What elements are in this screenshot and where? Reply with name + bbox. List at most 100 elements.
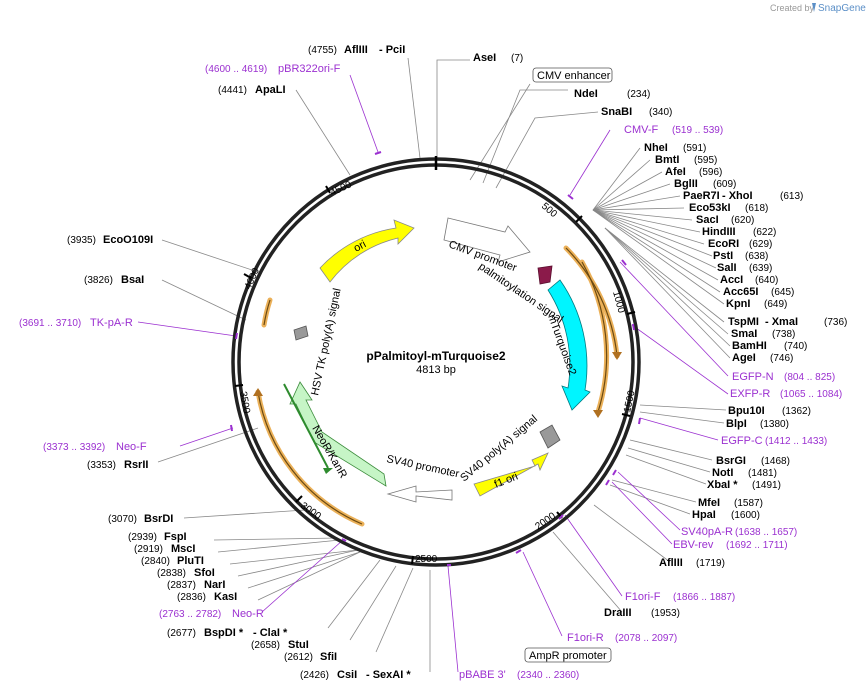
site-snabI[interactable]: SnaBI — [601, 106, 632, 118]
cmv-enhancer-box[interactable] — [532, 67, 613, 83]
mturquoise2-arrow[interactable] — [547, 279, 591, 411]
site-bglII[interactable]: BglII — [674, 178, 698, 190]
watermark-created-by: Created by — [770, 3, 815, 13]
primer-neo-f[interactable]: Neo-F — [116, 441, 147, 453]
site-csiI[interactable]: CsiI — [337, 669, 357, 681]
sv40-promoter-arrow[interactable] — [386, 485, 453, 503]
primer-exfp-r[interactable]: EXFP-R — [730, 388, 770, 400]
primer-neo-r[interactable]: Neo-R — [232, 608, 264, 620]
site-pluTI[interactable]: PluTI — [177, 555, 204, 567]
primer-neo-r-range: (2763 .. 2782) — [159, 609, 221, 620]
site-rsrII-pos: (3353) — [87, 460, 116, 471]
primer-leader-lines — [137, 74, 729, 673]
palmitoylation-signal-arrow[interactable] — [537, 265, 553, 285]
site-xhoI[interactable]: - XhoI — [722, 190, 753, 202]
primer-ebv-rev[interactable]: EBV-rev — [673, 539, 714, 551]
site-claI[interactable]: - ClaI * — [253, 627, 288, 639]
site-sfoI[interactable]: SfoI — [194, 567, 215, 579]
site-xbaI[interactable]: XbaI * — [707, 479, 738, 491]
site-tspmI[interactable]: TspMI — [728, 316, 759, 328]
site-xmaI[interactable]: - XmaI — [765, 316, 798, 328]
site-hpaI[interactable]: HpaI — [692, 509, 716, 521]
neor-orf-arrowhead — [323, 468, 333, 474]
primer-egfp-n[interactable]: EGFP-N — [732, 371, 774, 383]
site-draIII-pos: (1953) — [651, 608, 680, 619]
primer-cmv-f[interactable]: CMV-F — [624, 124, 659, 136]
primer-pbabe-3[interactable]: pBABE 3' — [459, 669, 506, 681]
site-bsrDI[interactable]: BsrDI — [144, 513, 173, 525]
site-pciI[interactable]: - PciI — [379, 44, 405, 56]
hsv-tk-polya-box[interactable] — [293, 325, 309, 341]
site-bsaI[interactable]: BsaI — [121, 274, 144, 286]
site-eco53kI[interactable]: Eco53kI — [689, 202, 731, 214]
site-sexAI[interactable]: - SexAI * — [366, 669, 411, 681]
site-paer7I[interactable]: PaeR7I — [683, 190, 720, 202]
primer-pbr322ori-f-range: (4600 .. 4619) — [205, 64, 267, 75]
primer-f1ori-f[interactable]: F1ori-F — [625, 591, 661, 603]
primer-f1ori-r[interactable]: F1ori-R — [567, 632, 604, 644]
site-accI[interactable]: AccI — [720, 274, 743, 286]
site-salI[interactable]: SalI — [717, 262, 737, 274]
site-smaI-pos: (738) — [772, 329, 795, 340]
site-bmtI[interactable]: BmtI — [655, 154, 679, 166]
site-sfiI[interactable]: SfiI — [320, 651, 337, 663]
site-bpu10I[interactable]: Bpu10I — [728, 405, 765, 417]
site-ecoO109I-pos: (3935) — [67, 235, 96, 246]
site-ndeI[interactable]: NdeI — [574, 88, 598, 100]
site-bspDI[interactable]: BspDI * — [204, 627, 244, 639]
primer-egfp-c[interactable]: EGFP-C — [721, 435, 763, 447]
site-smaI[interactable]: SmaI — [731, 328, 757, 340]
tick-label-2000: 2000 — [533, 510, 558, 532]
site-stuI[interactable]: StuI — [288, 639, 309, 651]
ampr-promoter-box[interactable] — [524, 647, 612, 663]
site-ecoO109I[interactable]: EcoO109I — [103, 234, 153, 246]
site-blpI[interactable]: BlpI — [726, 418, 747, 430]
site-aseI[interactable]: AseI — [473, 52, 496, 64]
site-aflIII-right[interactable]: AflIII — [659, 557, 683, 569]
primer-marks — [230, 151, 641, 566]
site-mscI[interactable]: MscI — [171, 543, 195, 555]
site-bsrgI[interactable]: BsrGI — [716, 455, 746, 467]
site-ndeI-pos: (234) — [627, 89, 650, 100]
site-kpnI-pos: (649) — [764, 299, 787, 310]
tick-label-2500: 2500 — [415, 554, 438, 565]
site-bmtI-pos: (595) — [694, 155, 717, 166]
site-ecoRI[interactable]: EcoRI — [708, 238, 739, 250]
watermark-brand: SnapGene — [818, 3, 866, 14]
primer-sv40pa-r[interactable]: SV40pA-R — [681, 526, 733, 538]
site-afeI[interactable]: AfeI — [665, 166, 686, 178]
site-kpnI[interactable]: KpnI — [726, 298, 750, 310]
cmv-promoter-arrow[interactable] — [443, 217, 531, 263]
tick-label-4500: 4500 — [329, 179, 354, 199]
site-aflIII-left[interactable]: AflIII — [344, 44, 368, 56]
site-pstI[interactable]: PstI — [713, 250, 733, 262]
site-apaLI[interactable]: ApaLI — [255, 84, 286, 96]
site-kasI[interactable]: KasI — [214, 591, 237, 603]
sv40-polya-box[interactable] — [539, 424, 561, 449]
primer-tk-pa-r[interactable]: TK-pA-R — [90, 317, 133, 329]
site-rsrII[interactable]: RsrII — [124, 459, 148, 471]
site-draIII[interactable]: DraIII — [604, 607, 632, 619]
site-sfiI-pos: (2612) — [284, 652, 313, 663]
site-acc65I[interactable]: Acc65I — [723, 286, 758, 298]
site-mfeI[interactable]: MfeI — [698, 497, 720, 509]
site-sacI[interactable]: SacI — [696, 214, 719, 226]
site-notI[interactable]: NotI — [712, 467, 733, 479]
label-ampr-promoter: AmpR promoter — [529, 650, 607, 662]
site-nheI[interactable]: NheI — [644, 142, 668, 154]
site-narI[interactable]: NarI — [204, 579, 225, 591]
primer-egfp-c-range: (1412 .. 1433) — [765, 436, 827, 447]
plasmid-name: pPalmitoyl-mTurquoise2 — [366, 349, 505, 363]
site-ageI[interactable]: AgeI — [732, 352, 756, 364]
site-blpI-pos: (1380) — [760, 419, 789, 430]
primer-pbr322ori-f[interactable]: pBR322ori-F — [278, 63, 341, 75]
site-fspI[interactable]: FspI — [164, 531, 187, 543]
site-csiI-pos: (2426) — [300, 670, 329, 681]
site-hindIII[interactable]: HindIII — [702, 226, 736, 238]
site-bamhI[interactable]: BamHI — [732, 340, 767, 352]
site-accI-pos: (640) — [755, 275, 778, 286]
f1-ori-arrow[interactable] — [473, 452, 549, 497]
ori-arrow[interactable] — [319, 219, 415, 283]
primer-ebv-rev-range: (1692 .. 1711) — [726, 540, 788, 551]
